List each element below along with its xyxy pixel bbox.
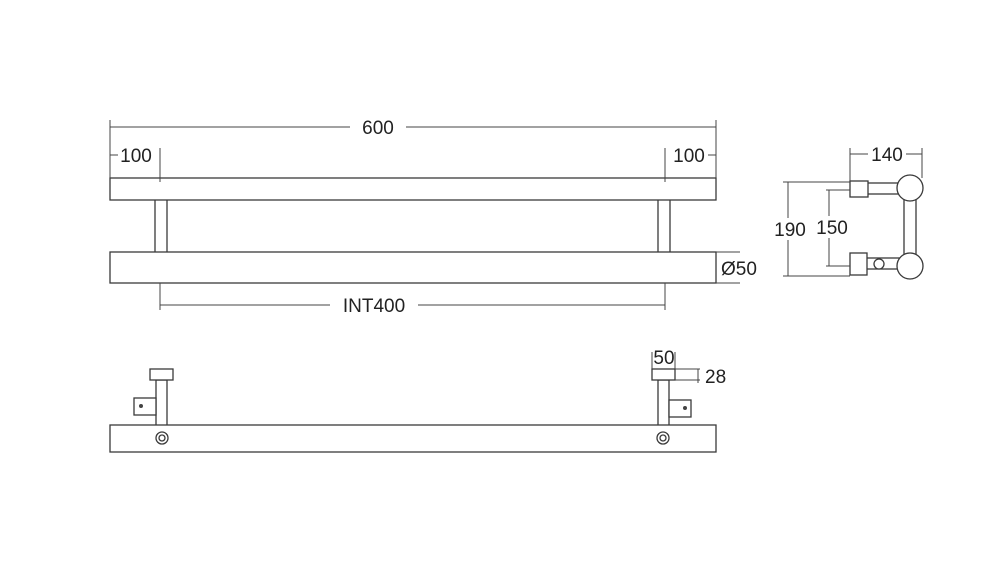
dim-post-diameter: 50 <box>653 348 674 369</box>
bottom-bar <box>109 251 717 284</box>
lower-mount-block <box>849 252 868 276</box>
dim-right-offset: 100 <box>673 146 705 167</box>
front-view: 600 100 100 INT400 Ø50 <box>109 118 757 317</box>
dim-overall-length: 600 <box>362 118 394 139</box>
dim-diameter: Ø50 <box>721 259 757 280</box>
dim-mount-height: 150 <box>816 218 848 239</box>
dim-left-offset: 100 <box>120 146 152 167</box>
side-view: 140 190 150 <box>774 145 924 280</box>
dim-depth: 140 <box>871 145 903 166</box>
screw-icon <box>873 258 885 270</box>
top-bar <box>109 177 717 201</box>
right-post <box>657 197 671 255</box>
left-post <box>154 197 168 255</box>
dim-overall-height: 190 <box>774 220 806 241</box>
dim-center-distance: INT400 <box>343 296 405 317</box>
bar-top-view <box>109 424 717 453</box>
top-view: 50 28 <box>109 348 726 453</box>
dim-post-height: 28 <box>705 367 726 388</box>
upper-mount-block <box>849 180 869 198</box>
